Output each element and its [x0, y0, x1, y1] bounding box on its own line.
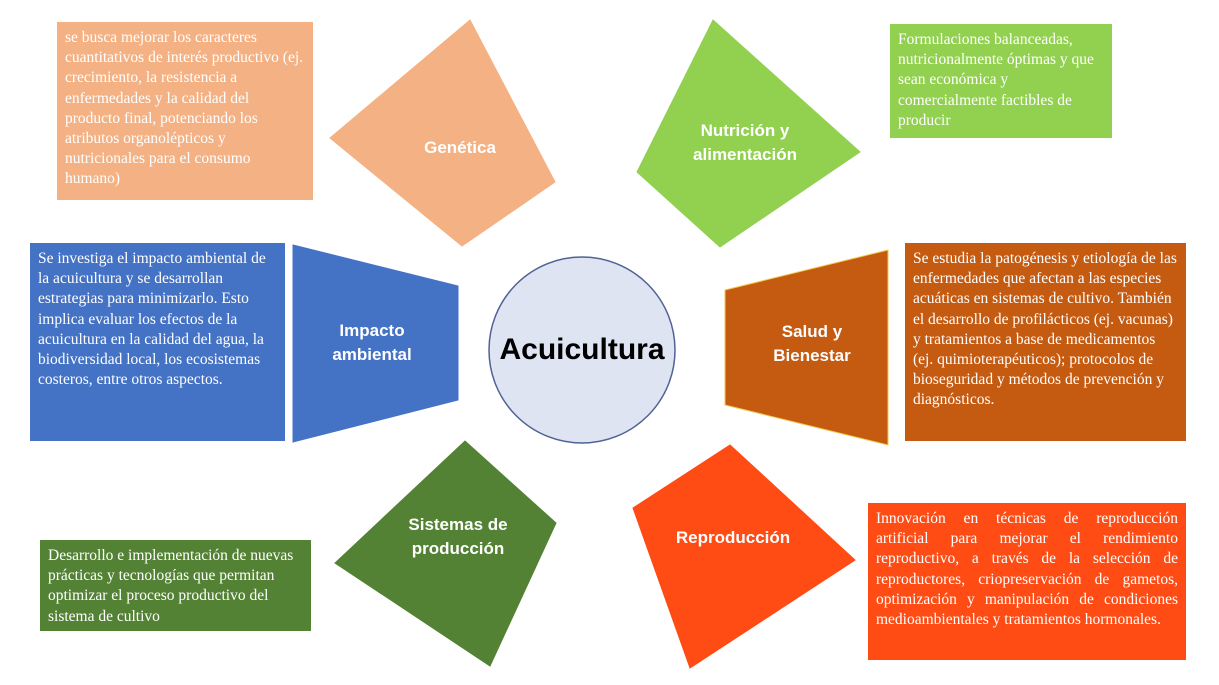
nutricion-description: Formulaciones balanceadas, nutricionalme… — [890, 24, 1112, 138]
sistemas-description: Desarrollo e implementación de nuevas pr… — [40, 540, 311, 631]
sistemas-shape — [334, 440, 557, 667]
salud-shape — [724, 249, 889, 446]
sistemas-label: Sistemas de producción — [408, 515, 508, 558]
center-circle — [488, 256, 676, 444]
reproduccion-description: Innovación en técnicas de reproducción a… — [868, 503, 1186, 660]
salud-description: Se estudia la patogénesis y etiología de… — [905, 243, 1186, 441]
genetica-description: se busca mejorar los caracteres cuantita… — [57, 22, 313, 200]
center-label: Acuicultura — [499, 333, 665, 366]
impacto-shape — [292, 244, 459, 443]
nutricion-shape — [636, 19, 861, 248]
genetica-label: Genética — [424, 138, 496, 157]
salud-label: Salud y Bienestar — [773, 322, 851, 365]
impacto-label: Impacto ambiental — [332, 321, 412, 364]
impacto-description: Se investiga el impacto ambiental de la … — [30, 243, 285, 441]
reproduccion-label: Reproducción — [675, 528, 791, 547]
genetica-shape — [329, 19, 556, 247]
reproduccion-shape — [632, 444, 856, 669]
nutricion-label: Nutrición y alimentación — [693, 121, 797, 164]
